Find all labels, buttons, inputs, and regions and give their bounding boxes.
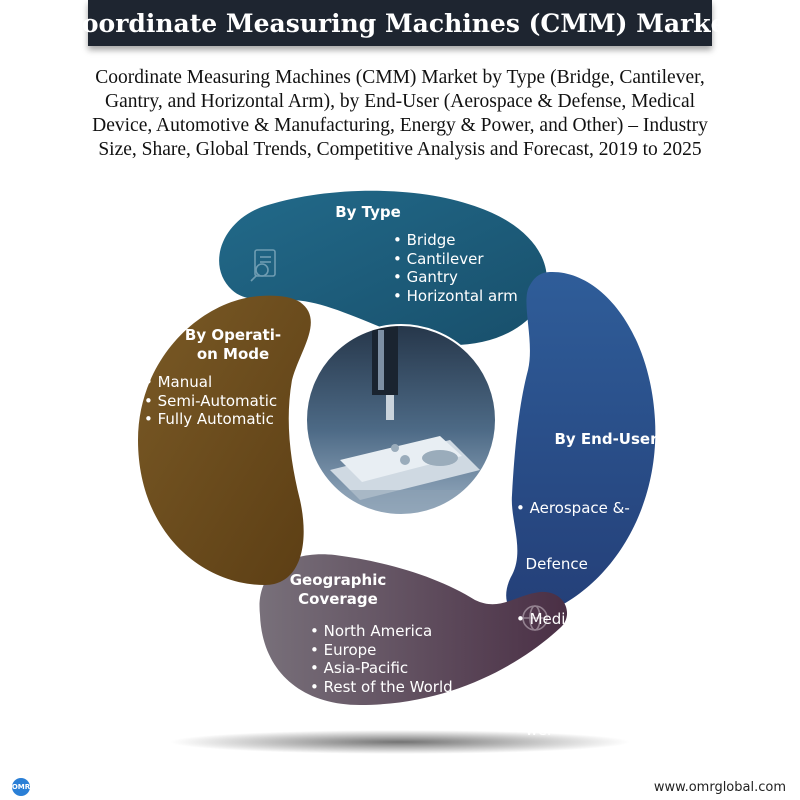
list-item: • Cantilever [393,249,484,268]
list-item: wer [516,721,554,739]
label-line: By Operati- [184,326,282,344]
segment-geographic-shape [259,554,568,705]
website-link[interactable]: www.omrglobal.com [653,780,786,795]
omr-logo-icon: OMR [12,778,30,796]
list-item: Defence [516,554,588,573]
segment-by-type-list: • Bridge • Cantilever • Gantry • Horizon… [393,231,518,305]
segment-by-end-user-label: By End-User [554,430,658,448]
segment-by-type-shape [219,190,547,345]
list-item: • Aerospace &- [516,499,630,517]
list-item: • Bridge [393,231,456,249]
analysis-document-icon [250,249,276,282]
ground-shadow [170,730,630,754]
label-line: Coverage [298,590,378,608]
list-item: • Medical Device [516,610,644,628]
list-item: • Gantry [393,268,458,286]
segment-operation-mode-label: By Operati- on Mode [168,326,298,364]
segment-by-end-user-list: • Aerospace &- Defence • Medical Device … [516,462,643,758]
label-line: Geographic [289,571,387,589]
photo-ring [305,324,497,516]
list-item: • Semi-Automatic [144,391,278,410]
list-item: • Asia-Pacific [310,659,409,677]
segment-by-end-user-shape [506,271,656,618]
page-title: Coordinate Measuring Machines (CMM) Mark… [61,8,739,38]
subtitle-line: Gantry, and Horizontal Arm), by End-User… [104,91,696,112]
list-item: • Manual [144,373,213,391]
segment-operation-mode-list: • Manual • Semi-Automatic • Fully Automa… [144,373,277,429]
title-banner: Coordinate Measuring Machines (CMM) Mark… [62,0,738,46]
globe-icon [522,605,548,631]
segment-by-type-label: By Type [335,203,401,221]
label-line: on Mode [196,345,270,363]
subtitle-line: Coordinate Measuring Machines (CMM) Mark… [95,67,705,88]
list-item: • Europe [310,640,377,659]
segment-geographic-label: Geographic Coverage [268,571,408,609]
cmm-machine-photo [306,325,496,515]
subtitle-line: Device, Automotive & Manufacturing, Ener… [92,115,708,136]
list-item: • Rest of the World [310,677,453,696]
list-item: • Energy & Po- [516,665,627,684]
report-subtitle: Coordinate Measuring Machines (CMM) Mark… [18,66,782,162]
segment-operation-mode-shape [138,295,311,585]
list-item: • Horizontal arm [393,286,518,305]
list-item: • Fully Automatic [144,410,274,428]
list-item: • North America [310,622,433,640]
subtitle-line: Size, Share, Global Trends, Competitive … [98,139,702,160]
segment-geographic-list: • North America • Europe • Asia-Pacific … [310,622,453,696]
